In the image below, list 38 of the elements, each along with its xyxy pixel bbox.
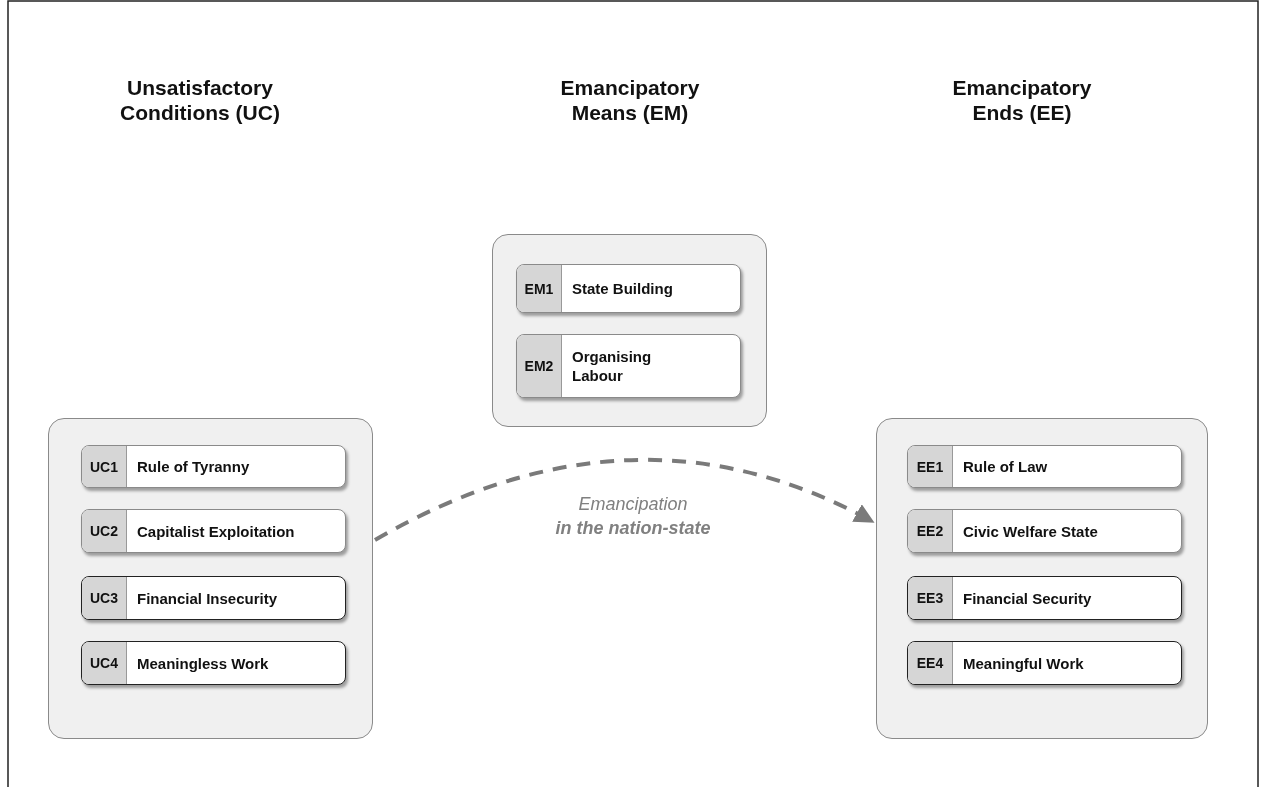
item-label: Meaningful Work xyxy=(962,653,1084,674)
item-code: EE4 xyxy=(908,642,953,684)
column-heading: Emancipatory Means (EM) xyxy=(559,75,701,125)
item-label: Rule of Law xyxy=(962,457,1048,477)
item-code: EE3 xyxy=(908,577,953,619)
column-heading: Emancipatory Ends (EE) xyxy=(951,75,1093,125)
item-code: UC4 xyxy=(82,642,127,684)
group-panel xyxy=(876,418,1208,739)
item-card xyxy=(516,264,741,313)
item-card xyxy=(81,445,346,488)
item-card xyxy=(907,641,1182,685)
item-label: Civic Welfare State xyxy=(962,521,1098,542)
edge-label: Emancipation in the nation-state xyxy=(554,492,712,540)
item-card xyxy=(907,445,1182,488)
item-card xyxy=(516,334,741,398)
item-label: Organising Labour xyxy=(571,347,653,386)
item-card xyxy=(81,509,346,553)
item-label: Rule of Tyranny xyxy=(136,457,250,477)
item-card xyxy=(907,509,1182,553)
item-card xyxy=(81,641,346,685)
item-label: Financial Security xyxy=(962,588,1092,609)
item-label: State Building xyxy=(571,279,673,299)
item-code: EE1 xyxy=(908,446,953,487)
item-label: Capitalist Exploitation xyxy=(136,521,295,542)
item-code: EM1 xyxy=(517,265,562,312)
item-label: Meaningless Work xyxy=(136,653,269,674)
item-card xyxy=(81,576,346,620)
item-code: EE2 xyxy=(908,510,953,552)
group-panel xyxy=(492,234,767,427)
curved-arrow xyxy=(374,458,875,542)
group-panel xyxy=(48,418,373,739)
item-code: UC2 xyxy=(82,510,127,552)
column-heading: Unsatisfactory Conditions (UC) xyxy=(119,75,281,125)
item-code: UC3 xyxy=(82,577,127,619)
item-code: EM2 xyxy=(517,335,562,397)
item-code: UC1 xyxy=(82,446,127,487)
item-card xyxy=(907,576,1182,620)
item-label: Financial Insecurity xyxy=(136,588,278,609)
